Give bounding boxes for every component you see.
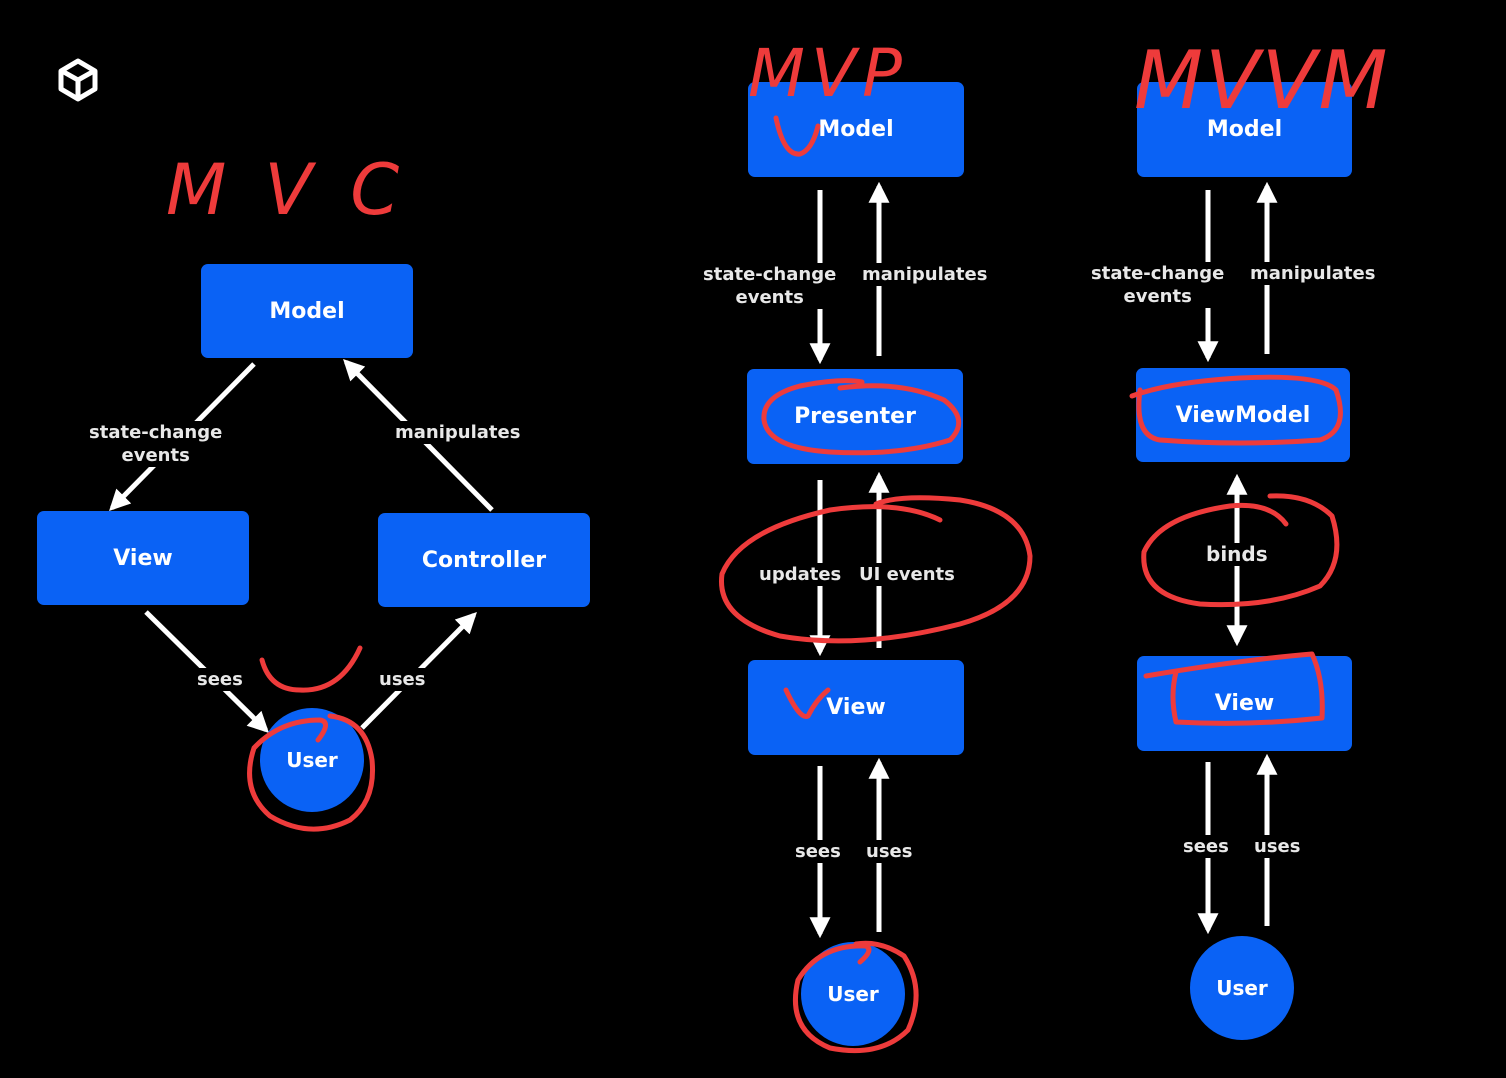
mvc-sees-label: sees — [194, 668, 246, 691]
mvc-controller-box: Controller — [378, 513, 590, 607]
mvc-controller-label: Controller — [421, 547, 547, 573]
mvvm-user-circle: User — [1190, 936, 1294, 1040]
mvvm-view-label: View — [1214, 691, 1275, 716]
mvc-user-circle: User — [260, 708, 364, 812]
mvvm-viewmodel-label: ViewModel — [1175, 402, 1311, 428]
mvp-presenter-box: Presenter — [747, 369, 963, 464]
mvvm-manipulates-label: manipulates — [1247, 262, 1379, 285]
mvvm-sees-label: sees — [1180, 835, 1232, 858]
mvvm-model-box: Model — [1137, 82, 1352, 177]
mvp-sees-label: sees — [792, 840, 844, 863]
mvp-user-label: User — [827, 982, 879, 1006]
mvp-presenter-label: Presenter — [794, 404, 916, 429]
mvc-model-box: Model — [201, 264, 413, 358]
mvvm-binds-label: binds — [1203, 543, 1271, 566]
mvp-model-label: Model — [818, 117, 894, 142]
mvp-view-label: View — [826, 695, 886, 720]
mvc-user-label: User — [286, 748, 338, 772]
mvp-uses-label: uses — [863, 840, 916, 863]
mvvm-user-label: User — [1216, 976, 1268, 1000]
mvp-view-box: View — [748, 660, 964, 755]
unity-cube-icon — [58, 58, 98, 102]
mvp-user-circle: User — [801, 942, 905, 1046]
mvvm-model-label: Model — [1206, 117, 1283, 142]
mvc-uses-label: uses — [376, 668, 429, 691]
mvvm-uses-label: uses — [1251, 835, 1304, 858]
mvvm-viewmodel-box: ViewModel — [1136, 368, 1350, 462]
mvp-ui-events-label: UI events — [856, 563, 958, 586]
mvc-model-label: Model — [269, 298, 345, 324]
mvp-manipulates-label: manipulates — [859, 263, 991, 286]
mvvm-view-box: View — [1137, 656, 1352, 751]
mvc-view-box: View — [37, 511, 249, 605]
mvp-updates-label: updates — [756, 563, 845, 586]
mvc-manipulates-label: manipulates — [392, 421, 524, 444]
mvp-state-change-label: state-change events — [700, 263, 840, 309]
mvp-model-box: Model — [748, 82, 964, 177]
mvvm-state-change-label: state-change events — [1088, 262, 1228, 308]
mvc-view-label: View — [113, 545, 173, 571]
mvc-state-change-label: state-change events — [86, 421, 226, 467]
